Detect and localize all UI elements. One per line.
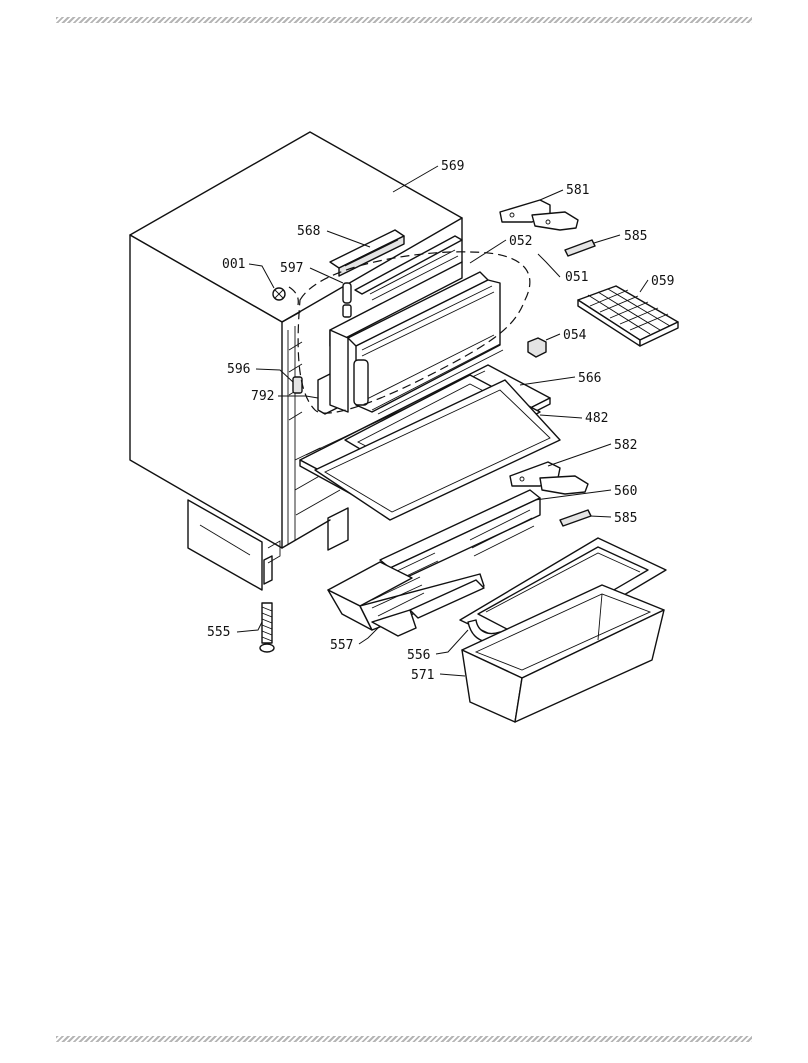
screw-001 bbox=[272, 287, 286, 301]
label-557: 557 bbox=[330, 638, 353, 653]
label-792: 792 bbox=[251, 389, 274, 404]
part-labels: 569 581 568 052 585 001 597 051 059 054 … bbox=[207, 159, 674, 683]
door-shelf-557 bbox=[327, 561, 485, 637]
label-571: 571 bbox=[411, 668, 434, 683]
dashed-group-outline-051 bbox=[297, 251, 531, 414]
label-560: 560 bbox=[614, 484, 637, 499]
top-channel-part bbox=[329, 229, 405, 277]
label-052: 052 bbox=[509, 234, 532, 249]
top-border-rule bbox=[56, 17, 752, 23]
label-051: 051 bbox=[565, 270, 588, 285]
bracket-596 bbox=[292, 376, 303, 394]
label-569: 569 bbox=[441, 159, 464, 174]
label-556: 556 bbox=[407, 648, 430, 663]
leader-lines bbox=[236, 165, 649, 677]
cover-585-upper bbox=[564, 239, 596, 257]
freezer-handle bbox=[353, 359, 369, 406]
label-582: 582 bbox=[614, 438, 637, 453]
label-001: 001 bbox=[222, 257, 245, 272]
label-566: 566 bbox=[578, 371, 601, 386]
clip-597 bbox=[342, 282, 352, 304]
hinge-581 bbox=[499, 199, 579, 231]
label-581: 581 bbox=[566, 183, 589, 198]
label-585-lower: 585 bbox=[614, 511, 637, 526]
crisper-box-571 bbox=[461, 584, 665, 723]
compressor-housing bbox=[187, 499, 263, 591]
label-054: 054 bbox=[563, 328, 587, 343]
bottom-border-rule bbox=[56, 1036, 752, 1042]
ice-tray-059 bbox=[577, 285, 679, 347]
label-596: 596 bbox=[227, 362, 250, 377]
adjustable-foot-555 bbox=[259, 602, 275, 653]
cabinet bbox=[129, 131, 463, 591]
label-597: 597 bbox=[280, 261, 303, 276]
cover-585-lower bbox=[559, 509, 592, 527]
freezer-compartment bbox=[329, 261, 504, 415]
label-555: 555 bbox=[207, 625, 230, 640]
label-482: 482 bbox=[585, 411, 608, 426]
lower-shelf bbox=[314, 379, 561, 521]
label-568: 568 bbox=[297, 224, 320, 239]
cabinet-foot bbox=[263, 555, 273, 585]
latch-054 bbox=[527, 337, 547, 358]
label-059: 059 bbox=[651, 274, 674, 289]
label-585-upper: 585 bbox=[624, 229, 647, 244]
hinge-582 bbox=[509, 461, 589, 495]
